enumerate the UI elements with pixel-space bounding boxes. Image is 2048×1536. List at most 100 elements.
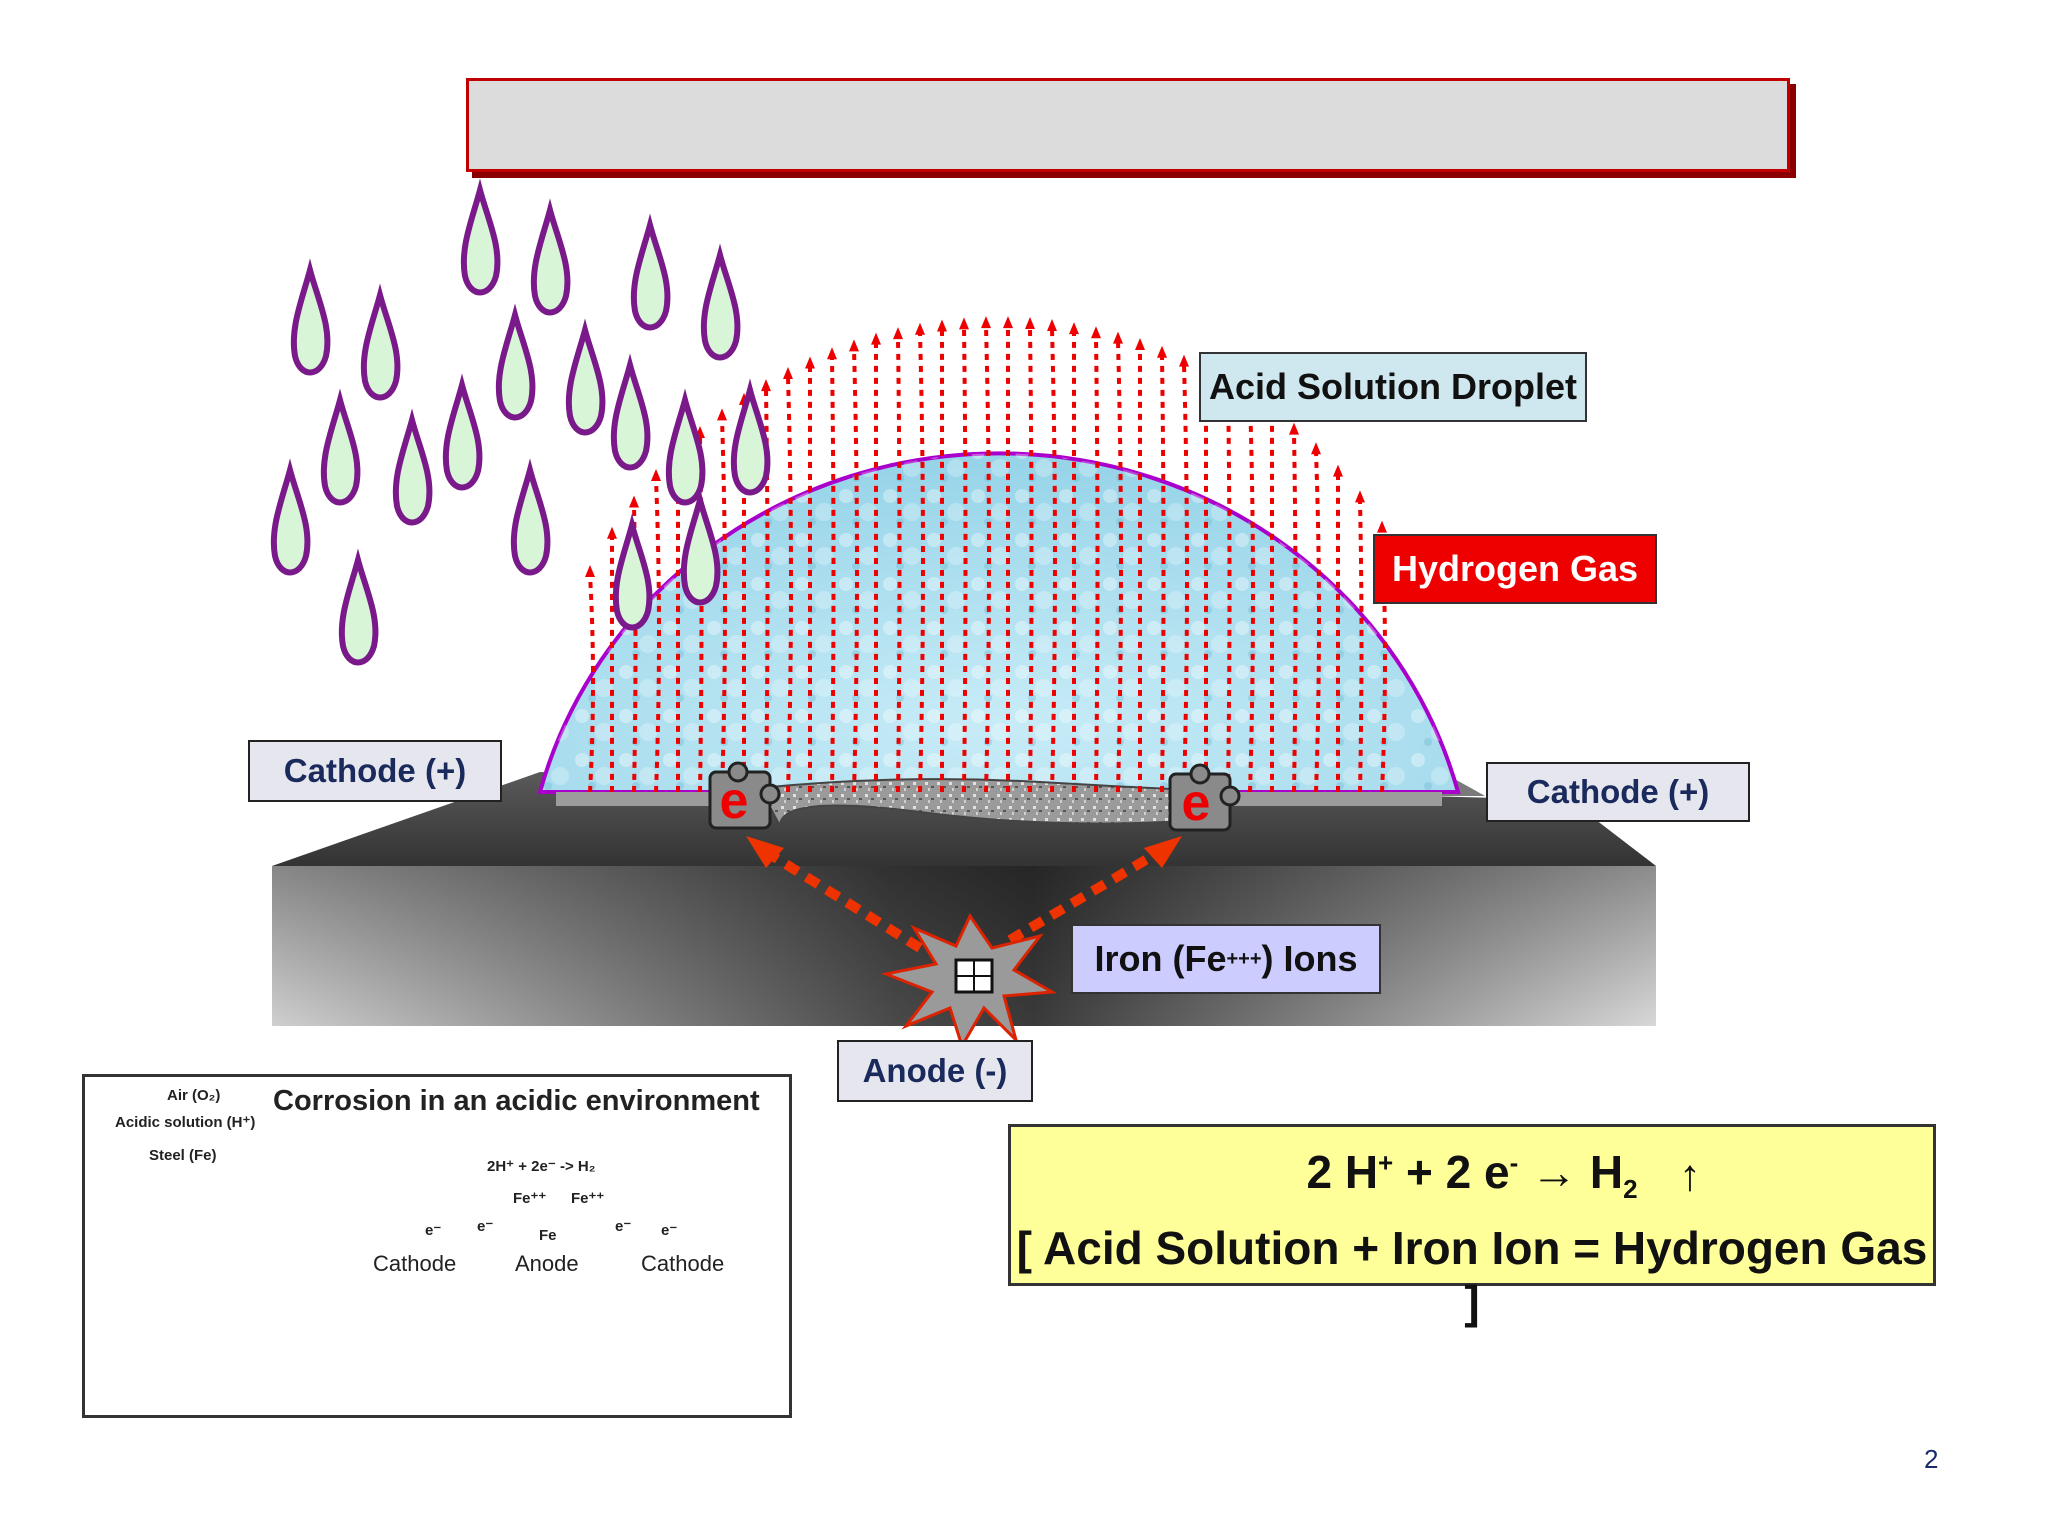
hydrogen-gas-label: Hydrogen Gas xyxy=(1373,534,1657,604)
eq-h2-sub: 2 xyxy=(1623,1174,1638,1205)
acid-drop xyxy=(680,488,721,606)
inset-panel: Corrosion in an acidic environment Air (… xyxy=(82,1074,792,1418)
hydrogen-arrow xyxy=(1226,386,1232,793)
acid-drop xyxy=(495,303,536,421)
hydrogen-arrow-head xyxy=(1377,520,1387,533)
electron-left: e xyxy=(708,761,781,830)
equation-line-2: [ Acid Solution + Iron Ion = Hydrogen Ga… xyxy=(1016,1222,1928,1328)
electron-path-right xyxy=(1007,843,1169,945)
acid-drop xyxy=(610,353,651,471)
inset-fe-left: Fe⁺⁺ xyxy=(513,1190,547,1207)
eq-coef-h: 2 H xyxy=(1306,1146,1379,1198)
hydrogen-arrow xyxy=(830,357,836,793)
hydrogen-arrow-head xyxy=(1025,317,1035,330)
acid-drop xyxy=(530,198,571,316)
hydrogen-arrow-head xyxy=(1333,464,1343,477)
hydrogen-arrow xyxy=(918,332,925,793)
hydrogen-arrow-head xyxy=(981,316,991,329)
hydrogen-arrow-head xyxy=(871,332,881,345)
hydrogen-arrow xyxy=(1248,400,1255,793)
electron-right: e xyxy=(1168,763,1241,832)
eq-plus-e: + 2 e xyxy=(1393,1146,1510,1198)
cathode-left-label: Cathode (+) xyxy=(248,740,502,802)
gas-up-arrow-icon: ↑ xyxy=(1679,1151,1701,1200)
hydrogen-arrow xyxy=(962,327,968,793)
hydrogen-arrow-head xyxy=(629,495,639,508)
acid-drops xyxy=(270,178,771,666)
acid-drop xyxy=(290,258,331,376)
hydrogen-arrow-head xyxy=(1069,322,1079,335)
hydrogen-arrow xyxy=(1160,355,1166,793)
inset-fe-right: Fe⁺⁺ xyxy=(571,1190,605,1207)
acid-drop xyxy=(665,388,706,506)
eq-h2: H xyxy=(1589,1146,1624,1198)
hydrogen-arrow-head xyxy=(849,339,859,352)
acid-drop xyxy=(612,513,653,631)
hydrogen-arrow xyxy=(654,478,661,793)
acid-drop xyxy=(270,458,311,576)
hydrogen-arrow xyxy=(698,435,704,793)
acid-drop xyxy=(460,178,501,296)
iron-ions-suffix: ) Ions xyxy=(1261,938,1358,979)
acid-drop xyxy=(510,458,551,576)
acid-drop xyxy=(392,408,433,526)
title-bar xyxy=(466,78,1790,172)
hydrogen-arrow xyxy=(984,326,991,793)
hydrogen-arrow xyxy=(1094,336,1100,793)
inset-acidic-solution: Acidic solution (H⁺) xyxy=(115,1114,256,1131)
inset-e-minus-3: e⁻ xyxy=(615,1218,632,1235)
acid-drop xyxy=(338,548,379,666)
hydrogen-arrow xyxy=(1292,432,1298,793)
hydrogen-arrow xyxy=(1358,500,1364,793)
hydrogen-arrow-head xyxy=(1047,319,1057,332)
iron-ions-prefix: Iron (Fe xyxy=(1094,938,1227,979)
eq-e-charge: - xyxy=(1509,1147,1519,1178)
electron-label: e xyxy=(1182,774,1211,832)
hydrogen-arrow-head xyxy=(1135,338,1145,351)
hydrogen-arrow-head xyxy=(783,367,793,380)
inset-anode: Anode xyxy=(515,1251,579,1276)
iron-ions-label: Iron (Fe+++) Ions xyxy=(1071,924,1381,994)
hydrogen-arrow-head xyxy=(607,526,617,539)
inset-air: Air (O₂) xyxy=(167,1087,221,1104)
acid-drop xyxy=(360,283,401,401)
hydrogen-arrow-head xyxy=(761,379,771,392)
inset-steel: Steel (Fe) xyxy=(149,1147,217,1164)
hydrogen-arrow xyxy=(852,349,859,793)
hydrogen-arrow xyxy=(720,418,727,793)
hydrogen-arrow-head xyxy=(827,347,837,360)
hydrogen-arrow xyxy=(1028,327,1034,793)
hydrogen-arrow-head xyxy=(1157,345,1167,358)
acid-drop xyxy=(730,378,771,496)
acid-drop xyxy=(700,243,741,361)
hydrogen-arrow xyxy=(1182,364,1189,793)
acid-drop xyxy=(565,318,606,436)
hydrogen-arrow xyxy=(1314,452,1321,793)
hydrogen-arrow-head xyxy=(1113,331,1123,344)
acid-droplet-label: Acid Solution Droplet xyxy=(1199,352,1587,422)
equation-line-1: 2 H+ + 2 e- → H2 ↑ xyxy=(1011,1145,1933,1202)
hydrogen-arrow-head xyxy=(915,322,925,335)
acid-drop xyxy=(442,373,483,491)
inset-title: Corrosion in an acidic environment xyxy=(273,1085,760,1117)
hydrogen-arrow-head xyxy=(585,565,595,578)
inset-cathode-left: Cathode xyxy=(373,1251,457,1276)
hydrogen-arrow-head xyxy=(1091,326,1101,339)
electron-path-left xyxy=(757,843,923,953)
equation-box: 2 H+ + 2 e- → H2 ↑ [ Acid Solution + Iro… xyxy=(1008,1124,1936,1328)
hydrogen-arrow xyxy=(786,376,793,793)
hydrogen-arrow-head xyxy=(1179,354,1189,367)
hydrogen-arrow-head xyxy=(717,408,727,421)
hydrogen-arrow-head xyxy=(937,319,947,332)
inset-reaction: 2H⁺ + 2e⁻ -> H₂ xyxy=(487,1158,596,1175)
acid-drop xyxy=(630,213,671,331)
page-number: 2 xyxy=(1924,1444,1939,1474)
hydrogen-arrow xyxy=(1116,341,1123,793)
hydrogen-arrow xyxy=(896,337,902,793)
hydrogen-arrow-head xyxy=(1311,442,1321,455)
eq-arrow: → xyxy=(1518,1146,1590,1198)
hydrogen-arrow xyxy=(1050,328,1057,793)
hydrogen-arrow-head xyxy=(959,317,969,330)
hydrogen-arrow-head xyxy=(1289,422,1299,435)
